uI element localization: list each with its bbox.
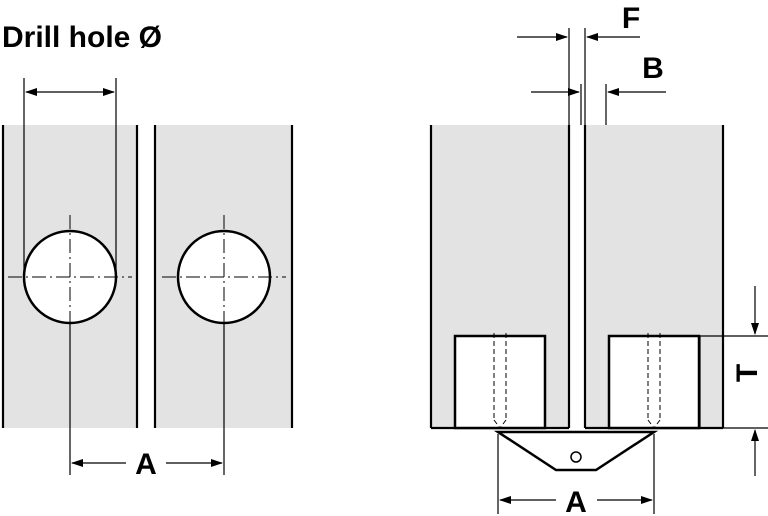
dimension-label-f: F	[622, 2, 640, 35]
hinge-pin	[570, 451, 582, 463]
left-view: A	[1, 78, 294, 481]
screw-hole-right	[647, 333, 661, 429]
screw-hole-left	[493, 333, 507, 429]
dimension-label-a: A	[135, 448, 157, 481]
hinge-leaf	[493, 430, 659, 472]
dimension-label-a: A	[565, 486, 587, 516]
dimension-label-t: T	[731, 364, 764, 382]
diagram-title: Drill hole Ø	[2, 21, 162, 54]
dimension-label-b: B	[642, 52, 664, 85]
right-view: F B T A	[429, 2, 768, 516]
hinge-barrel-right	[607, 334, 701, 430]
hinge-barrel-left	[453, 334, 547, 430]
